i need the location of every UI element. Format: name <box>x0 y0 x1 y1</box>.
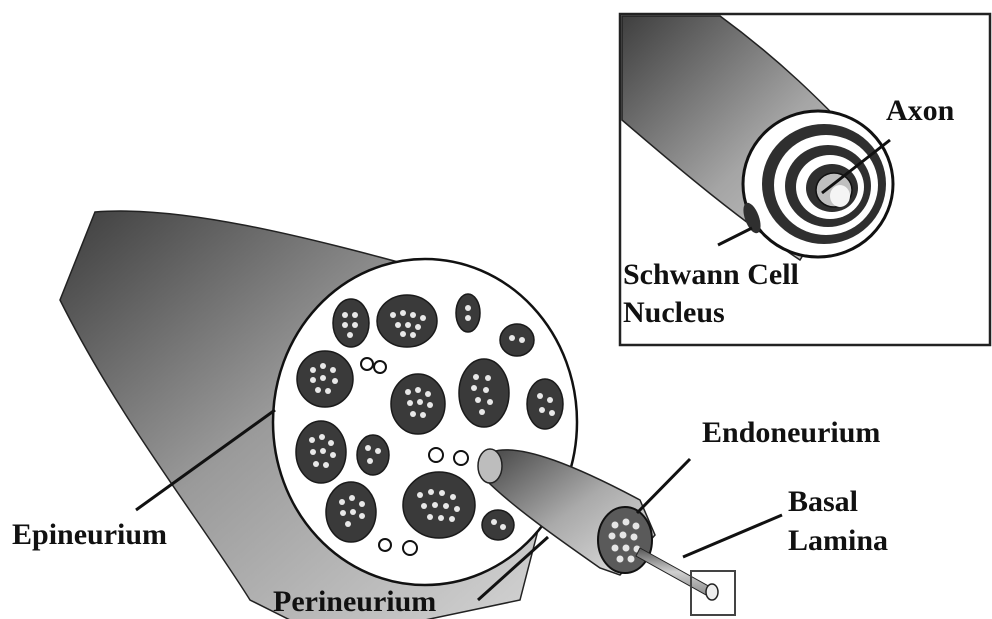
label-nucleus: Nucleus <box>623 296 725 330</box>
endoneurium-cross-section <box>598 507 652 573</box>
leader-endoneurium <box>637 459 690 513</box>
label-endoneurium: Endoneurium <box>702 416 880 450</box>
label-perineurium: Perineurium <box>273 585 436 619</box>
leader-basal <box>683 515 782 557</box>
label-basal: Basal <box>788 485 858 519</box>
label-schwann-cell: Schwann Cell <box>623 258 799 292</box>
label-epineurium: Epineurium <box>12 518 167 552</box>
label-lamina: Lamina <box>788 524 888 558</box>
label-axon: Axon <box>886 94 954 128</box>
